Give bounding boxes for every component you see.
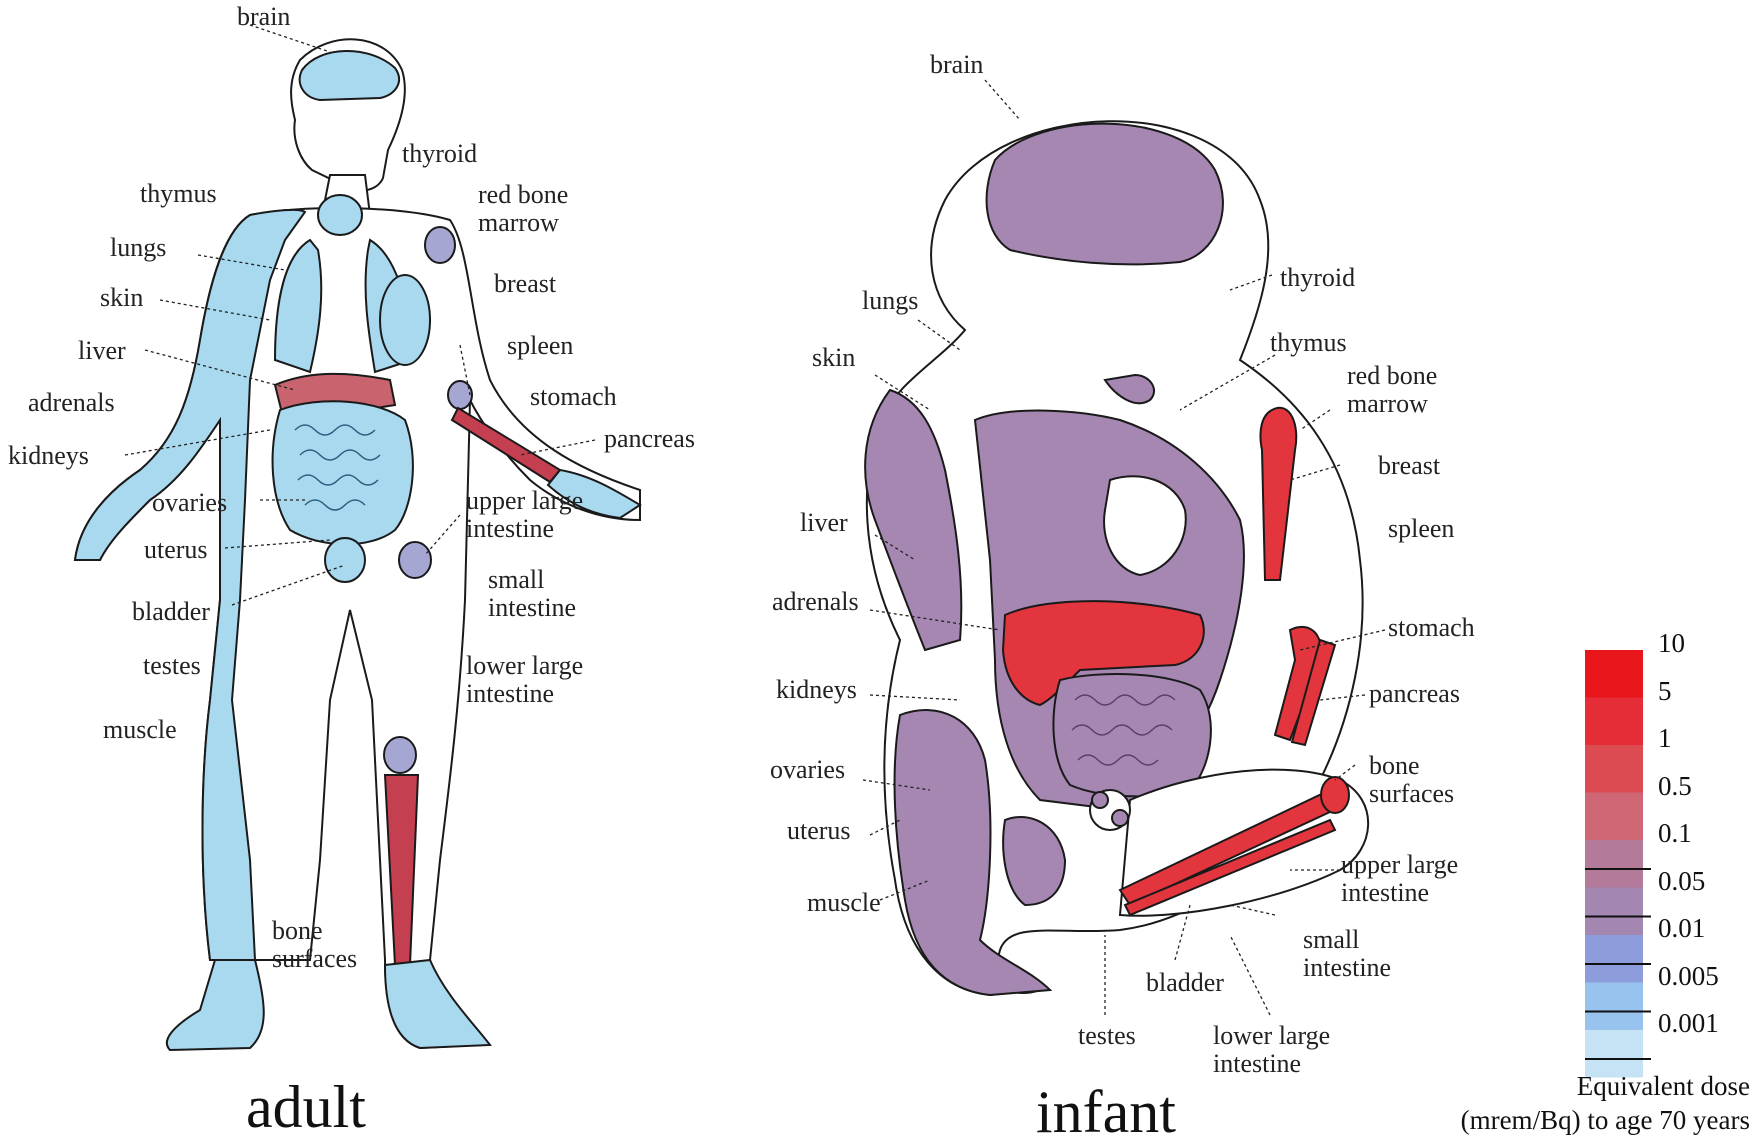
infant-brain — [987, 124, 1223, 265]
color-scale-tick-label: 0.1 — [1658, 820, 1692, 847]
adult-caption: adult — [246, 1077, 366, 1137]
color-scale-title-line1: Equivalent dose — [1461, 1069, 1750, 1103]
color-scale-bar — [1585, 650, 1651, 1078]
infant-label-ovaries: ovaries — [770, 757, 845, 783]
color-scale-band — [1585, 840, 1643, 888]
adult-bladder — [325, 538, 365, 582]
infant-label-bone-surfaces: bone surfaces — [1369, 752, 1454, 808]
adult-label-lower-large-intestine: lower large intestine — [466, 652, 583, 708]
adult-label-kidneys: kidneys — [8, 443, 89, 469]
color-scale-title: Equivalent dose (mrem/Bq) to age 70 year… — [1461, 1069, 1750, 1137]
infant-label-pancreas: pancreas — [1369, 681, 1460, 707]
adult-label-bone-surfaces: bone surfaces — [272, 917, 357, 973]
infant-label-kidneys: kidneys — [776, 677, 857, 703]
adult-label-liver: liver — [78, 338, 126, 364]
infant-label-muscle: muscle — [807, 890, 881, 916]
color-scale-tick-label: 0.01 — [1658, 915, 1705, 942]
color-scale-band — [1585, 935, 1643, 983]
infant-label-breast: breast — [1378, 453, 1440, 479]
infant-figure — [865, 121, 1368, 995]
infant-caption: infant — [1036, 1082, 1176, 1142]
color-scale-tick-label: 5 — [1658, 678, 1672, 705]
infant-label-skin: skin — [812, 345, 855, 371]
infant-label-uterus: uterus — [787, 818, 851, 844]
color-scale-tick-label: 0.05 — [1658, 868, 1705, 895]
infant-label-bladder: bladder — [1146, 970, 1224, 996]
color-scale-band — [1585, 698, 1643, 746]
infant-label-testes: testes — [1078, 1023, 1136, 1049]
infant-label-upper-large-intestine: upper large intestine — [1341, 851, 1458, 907]
adult-label-thymus: thymus — [140, 181, 217, 207]
adult-label-stomach: stomach — [530, 384, 617, 410]
adult-label-skin: skin — [100, 285, 143, 311]
adult-right-foot — [385, 960, 490, 1048]
infant-label-liver: liver — [800, 510, 848, 536]
adult-label-pancreas: pancreas — [604, 426, 695, 452]
color-scale-band — [1585, 650, 1643, 698]
color-scale-tick-label: 1 — [1658, 725, 1672, 752]
color-scale-tick-label: 10 — [1658, 630, 1685, 657]
infant-label-lower-large-intestine: lower large intestine — [1213, 1022, 1330, 1078]
color-scale-band — [1585, 793, 1643, 841]
adult-thymus — [318, 195, 362, 235]
adult-label-bladder: bladder — [132, 599, 210, 625]
color-scale-tick-label: 0.001 — [1658, 1010, 1719, 1037]
color-scale-band — [1585, 983, 1643, 1031]
infant-label-red-bone-marrow: red bone marrow — [1347, 362, 1437, 418]
adult-intestines — [273, 401, 413, 544]
color-scale-title-line2: (mrem/Bq) to age 70 years — [1461, 1103, 1750, 1137]
adult-label-brain: brain — [237, 4, 290, 30]
adult-label-small-intestine: small intestine — [488, 566, 576, 622]
infant-label-stomach: stomach — [1388, 615, 1475, 641]
adult-elbow-marrow — [448, 381, 472, 409]
infant-label-lungs: lungs — [862, 288, 918, 314]
adult-label-uterus: uterus — [144, 537, 208, 563]
infant-knee — [1321, 777, 1349, 813]
infant-label-thymus: thymus — [1270, 330, 1347, 356]
infant-label-spleen: spleen — [1388, 516, 1454, 542]
adult-label-lungs: lungs — [110, 235, 166, 261]
infant-intestines — [1053, 674, 1210, 796]
adult-hip-marrow — [399, 542, 431, 578]
infant-label-adrenals: adrenals — [772, 589, 859, 615]
adult-label-spleen: spleen — [507, 333, 573, 359]
adult-label-thyroid: thyroid — [402, 141, 477, 167]
color-scale-tick-label: 0.005 — [1658, 963, 1719, 990]
color-scale-band — [1585, 888, 1643, 936]
infant-label-small-intestine: small intestine — [1303, 926, 1391, 982]
infant-label-thyroid: thyroid — [1280, 265, 1355, 291]
color-scale-band — [1585, 745, 1643, 793]
adult-label-red-bone-marrow: red bone marrow — [478, 181, 568, 237]
color-scale-tick-label: 0.5 — [1658, 773, 1692, 800]
adult-label-upper-large-intestine: upper large intestine — [466, 487, 583, 543]
adult-label-breast: breast — [494, 271, 556, 297]
adult-label-ovaries: ovaries — [152, 490, 227, 516]
adult-shoulder-marrow — [425, 227, 455, 263]
infant-label-brain: brain — [930, 52, 983, 78]
adult-label-testes: testes — [143, 653, 201, 679]
adult-knee-marrow — [384, 737, 416, 773]
adult-breast — [380, 275, 430, 365]
adult-left-foot — [167, 960, 264, 1050]
adult-label-muscle: muscle — [103, 717, 177, 743]
adult-label-adrenals: adrenals — [28, 390, 115, 416]
